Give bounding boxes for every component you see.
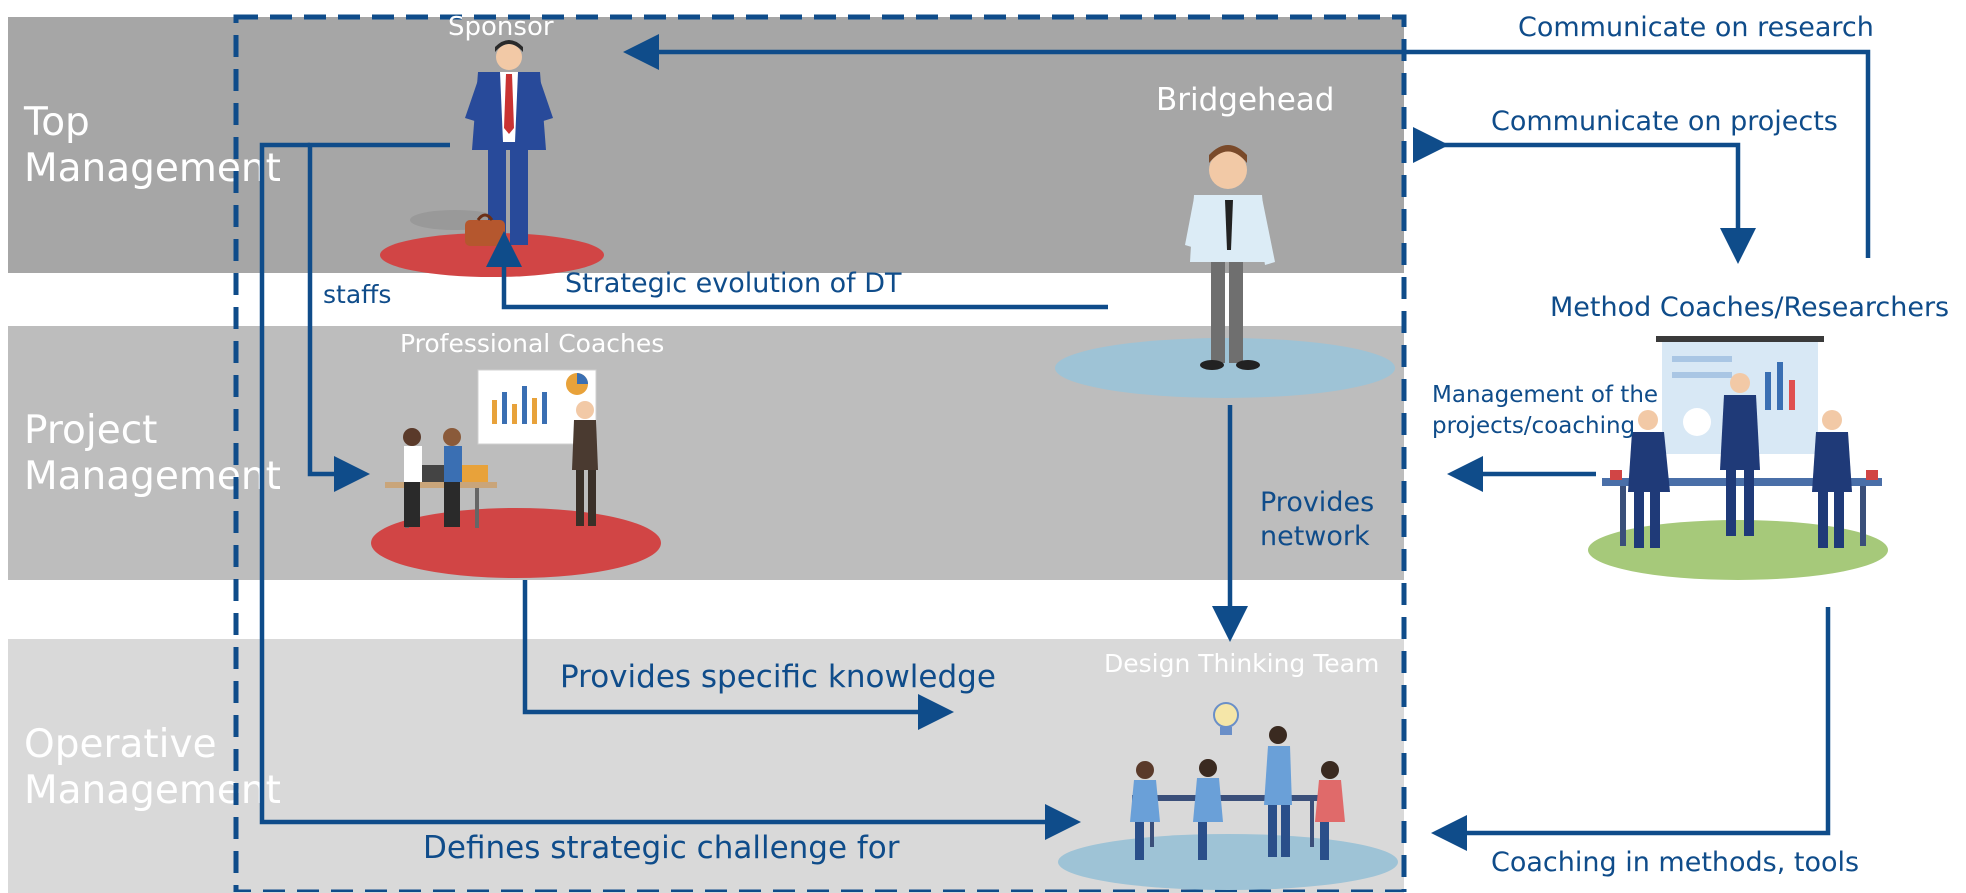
label-strategic-evolution: Strategic evolution of DT xyxy=(565,268,902,299)
arrow-staffs xyxy=(307,142,450,492)
organization-boundary xyxy=(233,14,1407,892)
bridgehead-figure xyxy=(1055,145,1395,398)
role-design-thinking-team: Design Thinking Team xyxy=(1104,649,1380,678)
label-communicate-projects: Communicate on projects xyxy=(1491,106,1838,137)
arrow-strategic-evolution xyxy=(486,231,1108,310)
method-coaches-figure xyxy=(1588,336,1888,580)
band-top-management xyxy=(8,17,1404,273)
role-method-coaches: Method Coaches/Researchers xyxy=(1550,292,1950,323)
role-bridgehead: Bridgehead xyxy=(1156,82,1335,118)
role-sponsor: Sponsor xyxy=(448,12,554,42)
design-thinking-team-figure xyxy=(1058,702,1398,890)
label-defines-challenge: Defines strategic challenge for xyxy=(423,830,900,866)
arrow-coaching xyxy=(1431,607,1831,851)
arrow-defines-challenge xyxy=(259,142,1081,840)
arrow-provides-knowledge xyxy=(522,580,954,730)
label-staffs: staffs xyxy=(323,280,392,309)
professional-coaches-figure xyxy=(371,369,661,578)
role-professional-coaches: Professional Coaches xyxy=(400,329,665,358)
label-communicate-research: Communicate on research xyxy=(1518,12,1874,43)
label-provides-network: Provides network xyxy=(1260,487,1375,552)
sponsor-figure xyxy=(380,40,604,277)
arrow-communicate-projects xyxy=(1413,127,1756,264)
label-management: Management of the projects/coaching xyxy=(1432,382,1659,439)
label-coaching: Coaching in methods, tools xyxy=(1491,847,1860,878)
label-provides-knowledge: Provides specific knowledge xyxy=(560,659,996,695)
arrow-communicate-research xyxy=(623,34,1871,258)
